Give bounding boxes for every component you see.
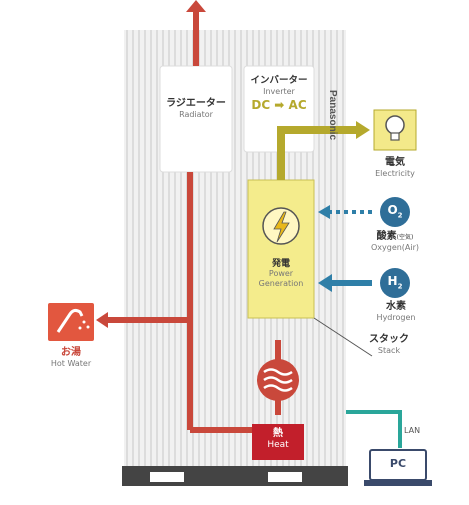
inverter-en: Inverter [263, 86, 295, 96]
lightbulb-icon [373, 109, 417, 151]
heat-exhaust-shaft [193, 10, 199, 40]
inverter-conversion: DC ➡ AC [251, 98, 307, 113]
stack-en: Stack [377, 345, 401, 355]
oxygen-jp: 酸素 [376, 231, 397, 242]
heat-box [252, 424, 304, 460]
pc-label: PC [389, 457, 407, 470]
heat-en: Heat [267, 439, 289, 450]
lan-label: LAN [404, 426, 421, 435]
stack-leader-line [313, 317, 373, 357]
inverter-label: インバーター Inverter DC ➡ AC [244, 75, 314, 113]
pc-icon [364, 449, 432, 486]
stack-label: スタック Stack [364, 334, 414, 355]
heat-jp: 熱 [273, 428, 283, 439]
power-generation-label: 発電 Power Generation [248, 259, 314, 288]
hot-water-en: Hot Water [50, 358, 92, 368]
power-generation-en-2: Generation [258, 278, 304, 288]
hydrogen-icon [380, 268, 410, 298]
radiator-en: Radiator [179, 109, 213, 119]
heat-exhaust-arrow [186, 0, 206, 12]
oxygen-jp-note: (空気) [396, 234, 414, 241]
inverter-jp: インバーター [250, 75, 308, 86]
shower-icon [48, 303, 94, 341]
oxygen-icon [380, 197, 410, 227]
hot-water-label: お湯 Hot Water [40, 347, 102, 368]
hot-water-jp: お湯 [61, 347, 81, 358]
hydrogen-jp: 水素 [386, 301, 406, 312]
power-line [277, 126, 358, 180]
stack-jp: スタック [369, 334, 409, 345]
electricity-label: 電気 Electricity [367, 157, 423, 178]
brand-logo: Panasonic [327, 90, 338, 140]
electricity-en: Electricity [375, 168, 415, 178]
oxygen-en: Oxygen(Air) [370, 242, 420, 252]
hydrogen-arrow-head [318, 274, 332, 292]
wave-icon [263, 368, 293, 392]
power-generation-jp: 発電 [271, 259, 290, 269]
oxygen-label: 酸素(空気) Oxygen(Air) [360, 231, 430, 252]
oxygen-symbol: O2 [387, 203, 403, 220]
oxygen-arrow-head [318, 205, 330, 219]
radiator-label: ラジエーター Radiator [160, 98, 232, 119]
lan-cable [346, 410, 402, 448]
base-foot-right [268, 472, 302, 482]
base-foot-left [150, 472, 184, 482]
hydrogen-label: 水素 Hydrogen [368, 301, 424, 322]
power-generation-box [247, 179, 315, 319]
hydrogen-symbol: H2 [387, 274, 403, 291]
heat-label: 熱 Heat [252, 428, 304, 450]
radiator-jp: ラジエーター [166, 98, 226, 109]
lightning-bolt-icon [273, 211, 290, 243]
hydrogen-en: Hydrogen [376, 312, 416, 322]
electricity-arrow [356, 121, 370, 139]
hot-water-arrow [96, 312, 108, 328]
power-generation-en-1: Power [268, 269, 294, 279]
electricity-jp: 電気 [385, 157, 405, 168]
radiator-box [159, 65, 233, 173]
